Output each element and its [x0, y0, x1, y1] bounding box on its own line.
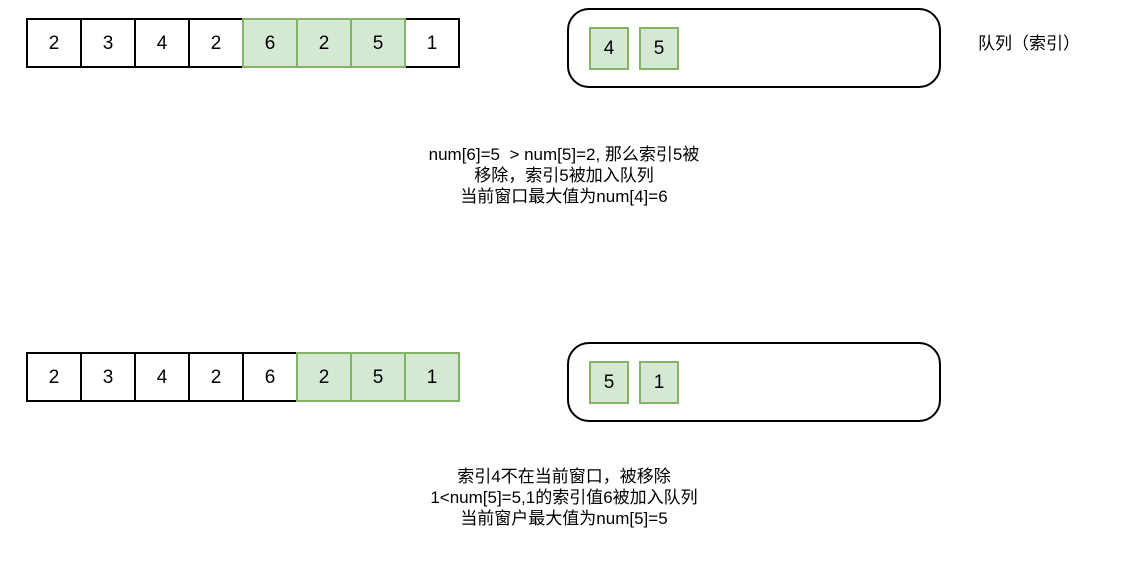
- array-cell: 3: [80, 18, 136, 68]
- caption-step-2: 索引4不在当前窗口，被移除 1<num[5]=5,1的索引值6被加入队列 当前窗…: [0, 466, 1128, 529]
- array-cell: 1: [404, 18, 460, 68]
- array-cell: 6: [242, 352, 298, 402]
- queue-cell: 1: [639, 360, 679, 404]
- array-cell: 2: [188, 352, 244, 402]
- array-row-step-2: 2 3 4 2 6 2 5 1: [26, 352, 460, 402]
- queue-container-step-1: 4 5: [567, 8, 941, 88]
- caption-line: 移除，索引5被加入队列: [474, 166, 654, 185]
- queue-cell: 4: [589, 26, 629, 70]
- array-cell-highlighted: 2: [296, 18, 352, 68]
- queue-label: 队列（索引）: [978, 34, 1080, 53]
- array-cell: 3: [80, 352, 136, 402]
- array-cell: 4: [134, 352, 190, 402]
- array-cell-highlighted: 5: [350, 18, 406, 68]
- caption-line: 当前窗户最大值为num[5]=5: [460, 509, 668, 528]
- array-cell-highlighted: 6: [242, 18, 298, 68]
- caption-line: 当前窗口最大值为num[4]=6: [460, 187, 668, 206]
- array-cell: 2: [26, 18, 82, 68]
- array-cell: 2: [26, 352, 82, 402]
- array-cell-highlighted: 5: [350, 352, 406, 402]
- queue-cell: 5: [589, 360, 629, 404]
- array-cell-highlighted: 1: [404, 352, 460, 402]
- caption-step-1: num[6]=5 > num[5]=2, 那么索引5被 移除，索引5被加入队列 …: [0, 144, 1128, 207]
- caption-line: 索引4不在当前窗口，被移除: [457, 467, 671, 486]
- array-cell: 4: [134, 18, 190, 68]
- queue-container-step-2: 5 1: [567, 342, 941, 422]
- array-row-step-1: 2 3 4 2 6 2 5 1: [26, 18, 460, 68]
- caption-line: num[6]=5 > num[5]=2, 那么索引5被: [428, 145, 700, 164]
- array-cell-highlighted: 2: [296, 352, 352, 402]
- caption-line: 1<num[5]=5,1的索引值6被加入队列: [430, 488, 698, 507]
- queue-cell: 5: [639, 26, 679, 70]
- array-cell: 2: [188, 18, 244, 68]
